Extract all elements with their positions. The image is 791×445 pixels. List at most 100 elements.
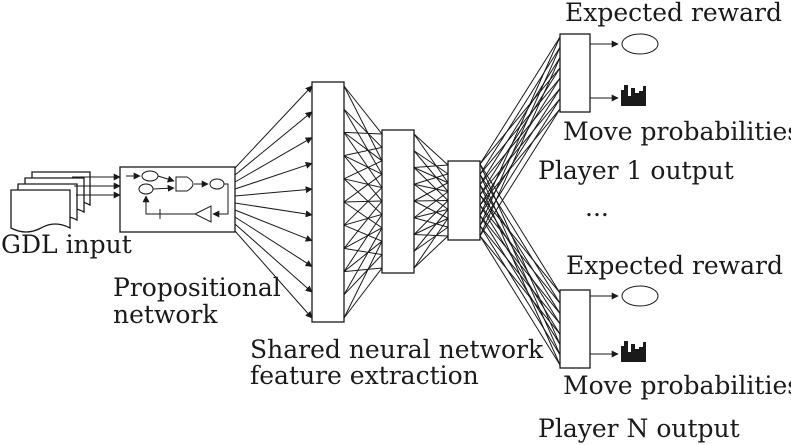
connection-line [479,184,561,314]
playerN-move-probabilities-icon [621,341,646,362]
connection-line [343,187,383,226]
player1-output-label: Player 1 output [538,156,734,185]
connection-line [479,47,561,226]
connection-line [343,240,383,319]
connection-line [343,200,383,203]
gdl-document-stack-icon [10,171,121,233]
connection-line [343,254,383,296]
connection-line [413,133,449,184]
propositional-network-box [119,166,236,233]
connection-line [479,57,561,237]
connection-line [413,183,449,193]
connection-line [479,194,561,325]
shared-network-label-line2: feature extraction [250,361,479,390]
shared-layer-3 [447,160,481,241]
player1-move-probabilities-label: Move probabilities [563,117,791,146]
connection-line [413,150,449,175]
propositional-network-label-line1: Propositional [113,273,281,302]
connection-line [343,200,383,249]
playerN-output-head [559,289,591,369]
fanout-arrow [234,230,313,319]
connection-line [413,191,449,219]
connection-line [479,67,561,165]
fanout-arrow [234,209,313,242]
fanout-arrow [234,216,313,267]
connection-line [413,167,449,201]
fanout-arrow [234,186,313,197]
connection-line [413,217,449,269]
player1-expected-reward-label: Expected reward [565,0,782,27]
fanout-arrow [234,85,313,169]
fanout-arrow [234,111,313,176]
shared-layer-2 [381,129,415,274]
connection-line [479,235,561,366]
connection-line [343,85,383,162]
connection-line [413,200,449,202]
connection-line [343,213,383,226]
connection-line [343,131,383,135]
fanout-arrow [234,202,313,218]
ellipsis-label: ... [585,193,609,222]
connection-line [413,164,449,168]
layer1-layer2-connections [343,85,383,319]
connection-line [479,36,561,216]
connection-line [479,215,561,345]
connection-line [343,131,383,162]
connection-line [413,173,449,185]
connection-line [479,36,561,165]
connection-line [479,225,561,355]
connection-line [479,225,561,325]
connection-line [413,200,449,219]
propositional-network-label-line2: network [113,300,218,329]
connection-line [413,209,449,252]
player1-move-probabilities-icon [621,85,646,106]
connection-line [343,267,383,319]
playerN-move-probabilities-label: Move probabilities [563,371,791,400]
connection-line [413,208,449,219]
connection-line [413,234,449,237]
connection-line [343,146,383,157]
connection-line [343,227,383,296]
layer2-layer3-connections [413,133,449,269]
connection-line [479,174,561,304]
connection-line [343,214,383,272]
connection-line [413,235,449,269]
connection-line [343,240,383,272]
connection-line [479,57,561,185]
connection-line [343,227,383,249]
connection-line [413,200,449,235]
connection-line [479,108,561,206]
connection-line [479,235,561,335]
connection-line [413,150,449,192]
connection-line [343,85,383,135]
connection-line [413,183,449,210]
connection-line [343,155,383,175]
connection-line [413,167,449,184]
connection-line [479,215,561,314]
connection-line [479,204,561,304]
shared-network-label-line1: Shared neural network [250,335,544,364]
connection-line [479,88,561,216]
player1-output-head [559,33,591,113]
layer3-output-head-connections [479,36,561,366]
connection-line [413,217,449,228]
fanout-arrows [234,85,313,319]
connection-line [479,194,561,294]
playerN-output-label: Player N output [538,414,740,443]
player1-expected-reward-icon [621,33,659,55]
connection-line [479,77,561,206]
connection-line [343,173,383,203]
connection-line [343,108,383,148]
fanout-arrow [234,223,313,293]
connection-line [343,178,383,189]
playerN-expected-reward-label: Expected reward [566,251,783,280]
gdl-input-label: GDL input [1,230,132,259]
connection-line [479,98,561,226]
connection-line [479,108,561,237]
connection-line [413,182,449,202]
connection-line [413,217,449,235]
connection-line [413,133,449,166]
shared-layer-1 [311,81,345,323]
connection-line [343,132,383,188]
